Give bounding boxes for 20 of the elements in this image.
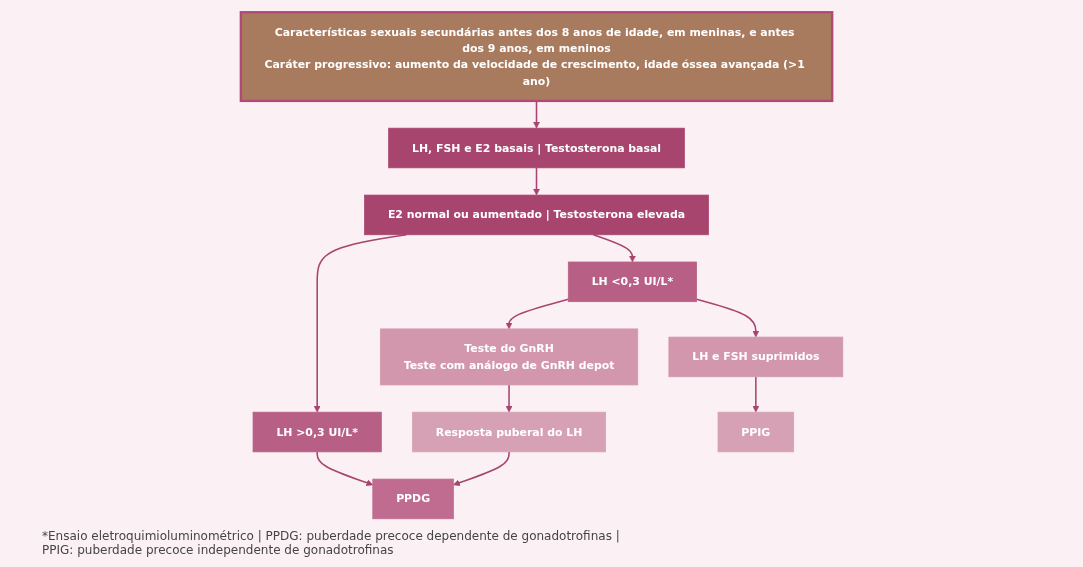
node-box: Características sexuais secundárias antes dos 8 anos de idade, em meninas, e antes dos 9 anos, em meninos Caráter progressivo: aumento da velocidade de crescimento, idade óssea avançada (>1 ano)	[239, 11, 834, 103]
node-box: Teste do GnRH Teste com análogo de GnRH depot	[379, 328, 638, 386]
node-box: LH e FSH suprimidos	[668, 336, 843, 378]
node-box: PPIG	[717, 411, 794, 453]
arrow	[452, 451, 510, 487]
arrow	[532, 167, 540, 196]
arrow	[752, 376, 759, 413]
arrow	[592, 234, 636, 263]
arrow	[505, 384, 513, 413]
node-box: LH <0,3 UI/L*	[567, 261, 697, 303]
footnote: *Ensaio eletroquimioluminométrico | PPDG: puberdade precoce dependente de gonadotrofinas | PPIG: puberdade precoce independente de gonadotrofinas	[42, 529, 621, 557]
node-box: Resposta puberal do LH	[411, 411, 606, 453]
arrow	[505, 298, 569, 330]
arrow	[532, 100, 540, 129]
arrow	[316, 451, 373, 487]
node-box: LH, FSH e E2 basais | Testosterona basal	[387, 127, 685, 169]
node-box: PPDG	[372, 478, 454, 520]
node-box: LH >0,3 UI/L*	[252, 411, 382, 453]
node-box: E2 normal ou aumentado | Testosterona elevada	[363, 194, 709, 236]
arrow	[695, 298, 759, 338]
